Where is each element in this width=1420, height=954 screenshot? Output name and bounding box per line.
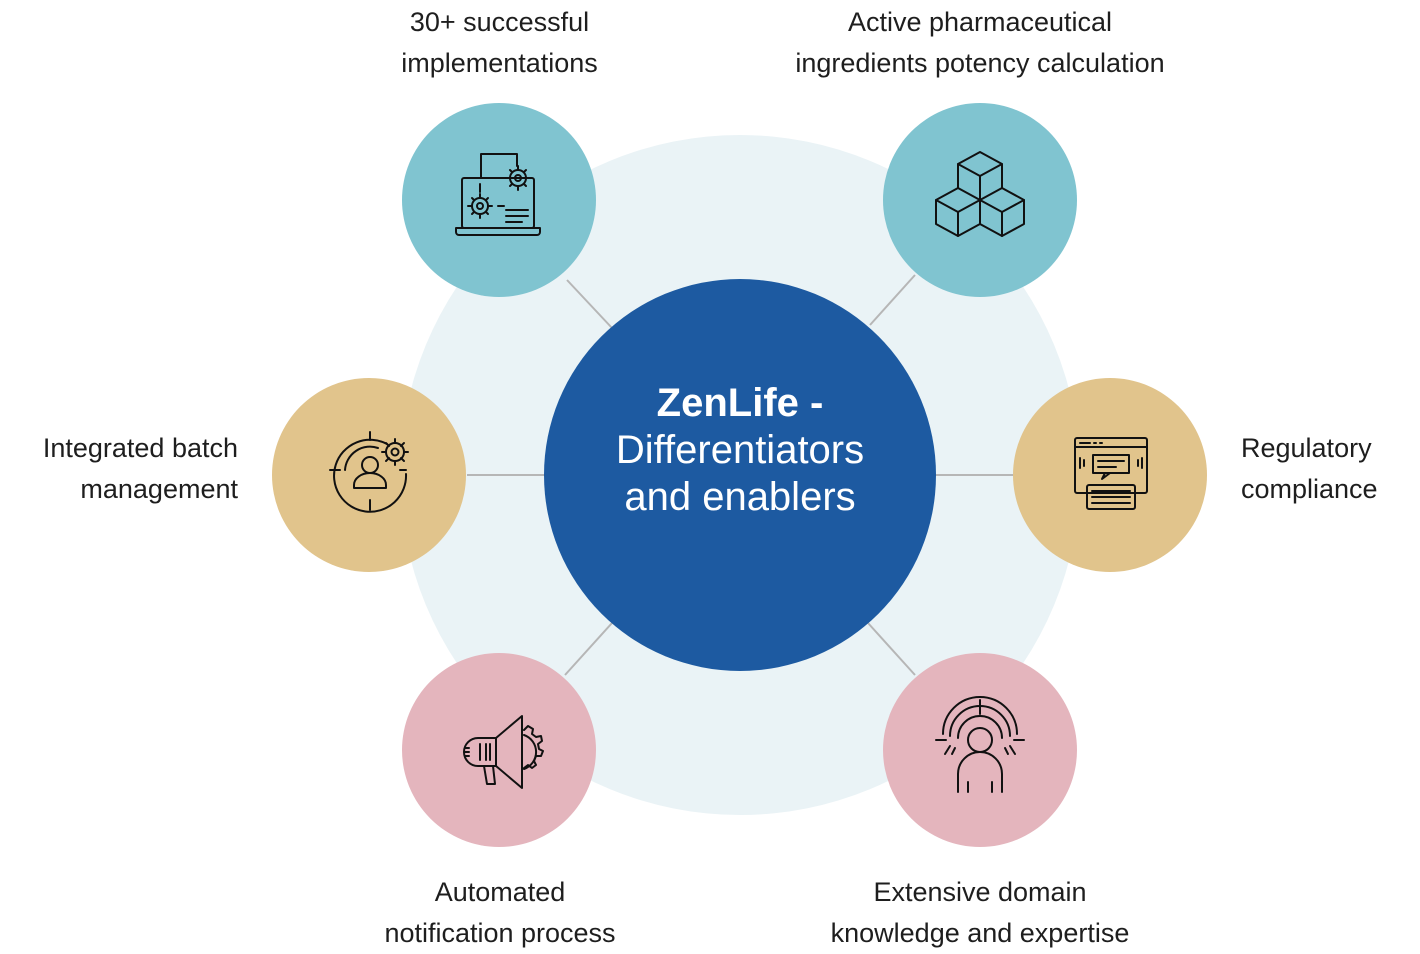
center-title-line1: ZenLife -: [656, 381, 824, 425]
label-batch-management-line2: management: [80, 474, 238, 504]
label-implementations-line1: 30+ successful: [409, 7, 590, 37]
label-regulatory-line2: compliance: [1241, 474, 1378, 504]
center-title-line3: and enablers: [624, 475, 856, 519]
user-target-gear-icon: [329, 431, 409, 513]
label-regulatory: Regulatory compliance: [1241, 428, 1411, 510]
label-batch-management-line1: Integrated batch: [42, 433, 238, 463]
label-implementations: 30+ successful implementations: [372, 2, 627, 84]
connector-implementations: [566, 279, 613, 329]
connectors: [467, 274, 1015, 676]
node-circle-implementations: [402, 103, 596, 297]
browser-chat-keyboard-icon: [1074, 437, 1148, 510]
label-notification-line2: notification process: [384, 918, 616, 948]
person-signal-icon: [935, 696, 1025, 793]
label-regulatory-line1: Regulatory: [1241, 433, 1372, 463]
label-api-potency-line2: ingredients potency calculation: [795, 48, 1165, 78]
label-notification: Automated notification process: [340, 872, 660, 954]
connector-api-potency: [869, 274, 916, 326]
node-circle-domain-knowledge: [883, 653, 1077, 847]
center-title-line2: Differentiators: [615, 428, 865, 472]
label-batch-management: Integrated batch management: [2, 428, 238, 510]
node-circle-notification: [402, 653, 596, 847]
connector-domain-knowledge: [867, 622, 916, 676]
label-api-potency: Active pharmaceutical ingredients potenc…: [750, 2, 1210, 84]
node-circle-batch-management: [272, 378, 466, 572]
megaphone-gear-icon: [463, 715, 544, 789]
laptop-gears-icon: [455, 153, 541, 236]
center-circle: [544, 279, 936, 671]
label-implementations-line2: implementations: [401, 48, 598, 78]
label-domain-knowledge-line2: knowledge and expertise: [830, 918, 1130, 948]
center-title: ZenLife - Differentiators and enablers: [545, 380, 935, 521]
label-api-potency-line1: Active pharmaceutical: [847, 7, 1113, 37]
label-domain-knowledge-line1: Extensive domain: [873, 877, 1087, 907]
node-circle-regulatory: [1013, 378, 1207, 572]
connector-notification: [564, 622, 613, 676]
label-domain-knowledge: Extensive domain knowledge and expertise: [790, 872, 1170, 954]
cubes-icon: [935, 151, 1025, 237]
label-notification-line1: Automated: [434, 877, 566, 907]
